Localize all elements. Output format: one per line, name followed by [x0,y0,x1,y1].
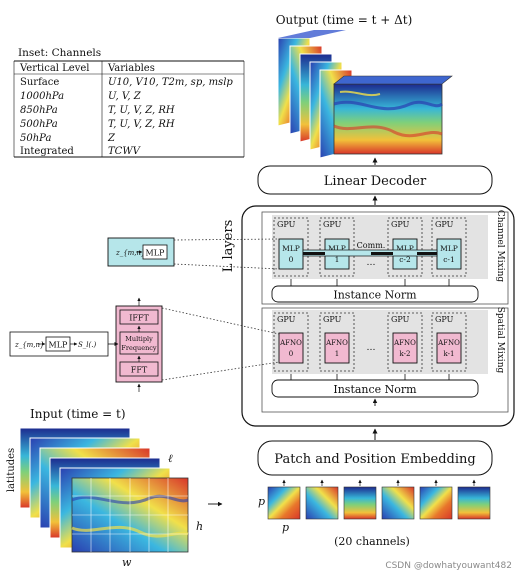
afno-label: AFNO [393,339,416,347]
mlp-index: 1 [335,255,340,264]
input-title: Input (time = t) [30,407,126,421]
inset-title: Inset: Channels [18,47,101,59]
patch-tile [381,486,415,520]
channel-count: (20 channels) [334,535,410,548]
spatial-gpu-0: GPU AFNO 0 [273,312,309,372]
gpu-label: GPU [391,315,410,324]
svg-text:…: … [367,343,376,353]
spatial-mixing-label: Spatial Mixing [495,307,505,374]
table-cell: 50hPa [20,133,51,144]
spatial-gpu-3: GPU AFNO k-1 [431,312,467,372]
table-cell: U10, V10, T2m, sp, mslp [108,77,233,88]
height-label: h [196,520,203,533]
gpu-label: GPU [277,315,296,324]
comm-label: Comm. [357,241,386,250]
patch-size-side: p [258,495,265,508]
patch-tile [457,486,491,520]
table-cell: U, V, Z [108,91,142,102]
table-cell: 1000hPa [20,91,64,102]
instance-norm-top-label: Instance Norm [333,289,417,302]
mlp-label: MLP [328,244,346,253]
output-title: Output (time = t + Δt) [276,13,413,27]
channel-mixing-label: Channel Mixing [495,210,505,283]
linear-decoder-label: Linear Decoder [324,174,427,189]
table-cell: Integrated [20,146,74,157]
output-field-stack [277,30,453,159]
multiply-label: Multiply [125,335,153,343]
afno-weight-output: S_l(.) [78,341,96,349]
patch-embedding-block [257,440,493,476]
afno-label: AFNO [325,339,348,347]
mlp-detail-block [142,244,168,260]
afno-weight-input: z_{m,n} [14,341,44,349]
mlp-detail-label: MLP [146,249,166,258]
table-cell: T, U, V, Z, RH [108,119,175,130]
mlp-index: c-2 [399,255,411,264]
mlp-label: MLP [396,244,414,253]
svg-text:…: … [367,258,376,268]
table-cell: Surface [20,77,59,88]
width-label: w [122,556,132,569]
ifft-label: IFFT [129,314,149,323]
table-cell: 850hPa [20,105,58,116]
gpu-label: GPU [323,315,342,324]
mlp-detail-input: z_{m,n} [115,249,145,257]
mlp-block-0 [278,238,304,270]
table-header-variables: Variables [107,63,155,74]
channel-gpu-0: GPU MLP 0 [273,217,309,277]
table-header-level: Vertical Level [19,63,89,74]
gpu-label: GPU [435,315,454,324]
gpu-label: GPU [435,220,454,229]
instance-norm-top [271,285,479,303]
patch-size-bottom: p [282,521,289,534]
depth-label: ℓ [168,452,173,465]
gpu-label: GPU [391,220,410,229]
channel-gpu-3: GPU MLP c-1 [431,217,467,277]
gpu-label: GPU [277,220,296,229]
latitudes-label: latitudes [6,448,17,492]
table-cell: TCWV [108,146,142,157]
patch-tile [419,486,453,520]
afno-label: AFNO [437,339,460,347]
spatial-gpu-1: GPU AFNO 1 [319,312,355,372]
mlp-label: MLP [440,244,458,253]
mlp-block-3 [436,238,462,270]
input-field-stack [19,427,189,553]
patch-tile [267,486,301,520]
instance-norm-bottom-label: Instance Norm [333,383,417,396]
l-layers-label: L layers [221,220,236,273]
output-front-field [333,83,443,155]
patch-tile [305,486,339,520]
afno-index: 1 [335,350,339,358]
patch-tile [343,486,377,520]
afno-block-2 [392,332,418,364]
afno-weight-mlp-label: MLP [49,341,69,350]
watermark: CSDN @dowhatyouwant482 [385,561,512,571]
table-cell: 500hPa [20,119,58,130]
fft-label: FFT [131,366,148,375]
mlp-index: c-1 [443,255,455,264]
afno-label: AFNO [279,339,302,347]
linear-decoder-block [257,165,493,195]
ifft-block [119,309,159,325]
mlp-index: 0 [289,255,294,264]
instance-norm-bottom [271,379,479,398]
channels-table: Vertical Level Variables Surface U10, V1… [13,60,245,158]
patch-embedding-label: Patch and Position Embedding [274,452,475,467]
frequency-label: Frequency [121,344,156,352]
table-cell: Z [107,133,116,144]
spatial-gpu-2: GPU AFNO k-2 [387,312,423,372]
patch-tiles [267,486,491,520]
patch-grid [72,478,188,552]
afno-index: k-2 [400,350,411,358]
afno-block-3 [436,332,462,364]
table-cell: T, U, V, Z, RH [108,105,175,116]
mlp-label: MLP [282,244,300,253]
afno-block-1 [324,332,350,364]
afno-block-0 [278,332,304,364]
afno-index: k-1 [444,350,455,358]
gpu-label: GPU [323,220,342,229]
afno-index: 0 [289,350,293,358]
